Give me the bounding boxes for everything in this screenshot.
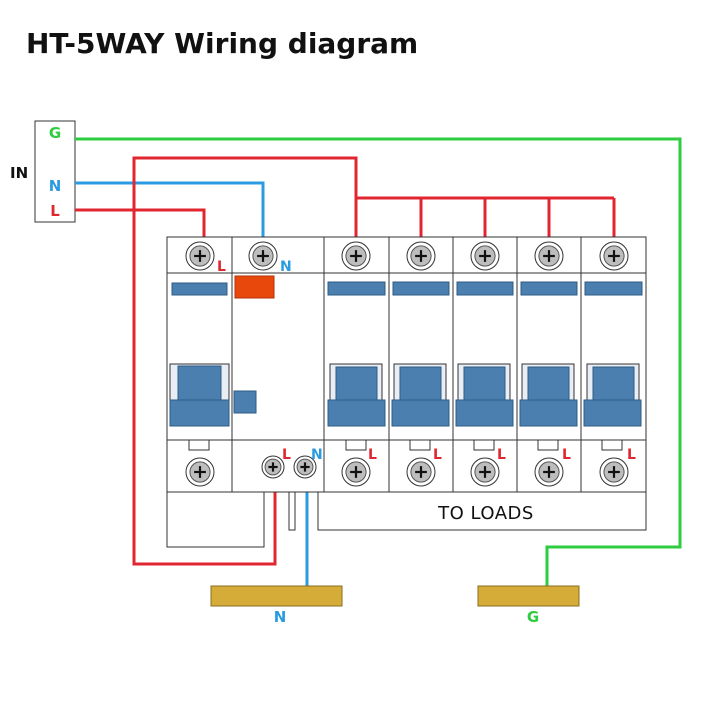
branch-breaker-handle[interactable] [335,366,378,401]
branch-1-l-label: L [368,447,377,463]
terminal-screw-icon [341,457,371,487]
main-top-l-label: L [217,259,226,275]
branch-4-l-label: L [562,447,571,463]
page-title: HT-5WAY Wiring diagram [26,27,418,60]
main-breaker-lower-housing [166,491,265,548]
branch-breaker [519,281,578,451]
terminal-screw-icon [534,457,564,487]
neutral-input-wire [75,181,265,240]
input-terminal-n: N [49,177,62,195]
input-terminal-l: L [50,202,60,220]
branch-breaker-handle[interactable] [527,366,570,401]
ground-bus-label: G [527,608,539,626]
terminal-screw-icon [470,241,500,271]
terminal-screw-icon [185,457,215,487]
terminal-screw-icon [406,241,436,271]
branch-breaker [455,281,514,451]
loads-label-box [317,491,647,531]
main-bottom-l-label: L [282,447,291,463]
main-top-n-label: N [280,259,292,275]
terminal-screw-icon [470,457,500,487]
branch-5-l-label: L [627,447,636,463]
branch-breaker [327,281,386,451]
input-side-label: IN [10,164,28,182]
terminal-screw-icon [599,457,629,487]
main-breaker-handle[interactable] [177,365,222,401]
terminal-screw-icon [341,241,371,271]
branch-breaker [391,281,450,451]
branch-3-l-label: L [497,447,506,463]
loads-label: TO LOADS [437,503,534,524]
terminal-screw-icon [293,455,317,479]
branch-breaker [583,281,643,451]
branch-2-l-label: L [433,447,442,463]
terminal-screw-icon [248,241,278,271]
terminal-screws [185,241,629,487]
main-breaker [169,282,230,451]
live-loop-wire [132,156,358,566]
input-terminal-block [34,120,76,223]
terminal-screw-icon [185,241,215,271]
ground-wire [75,137,682,586]
wires [75,137,682,586]
main-bottom-n-label: N [311,447,323,463]
neutral-bus-bar [210,585,343,607]
rcd-test-button[interactable] [233,390,257,414]
terminal-screw-icon [406,457,436,487]
live-input-wire [75,208,206,240]
terminal-screw-icon [599,241,629,271]
terminal-labels: L N L N L L L L L [217,259,636,463]
terminal-screw-icon [261,455,285,479]
rcd-module [233,275,275,414]
branch-breaker-handle[interactable] [463,366,506,401]
rcd-indicator [234,275,275,299]
neutral-bus-label: N [274,608,287,626]
branch-breakers [327,281,643,451]
ground-bus-bar [477,585,580,607]
branch-breaker-handle[interactable] [399,366,442,401]
input-terminal-g: G [49,124,61,142]
branch-breaker-handle[interactable] [592,366,635,401]
terminal-screw-icon [534,241,564,271]
